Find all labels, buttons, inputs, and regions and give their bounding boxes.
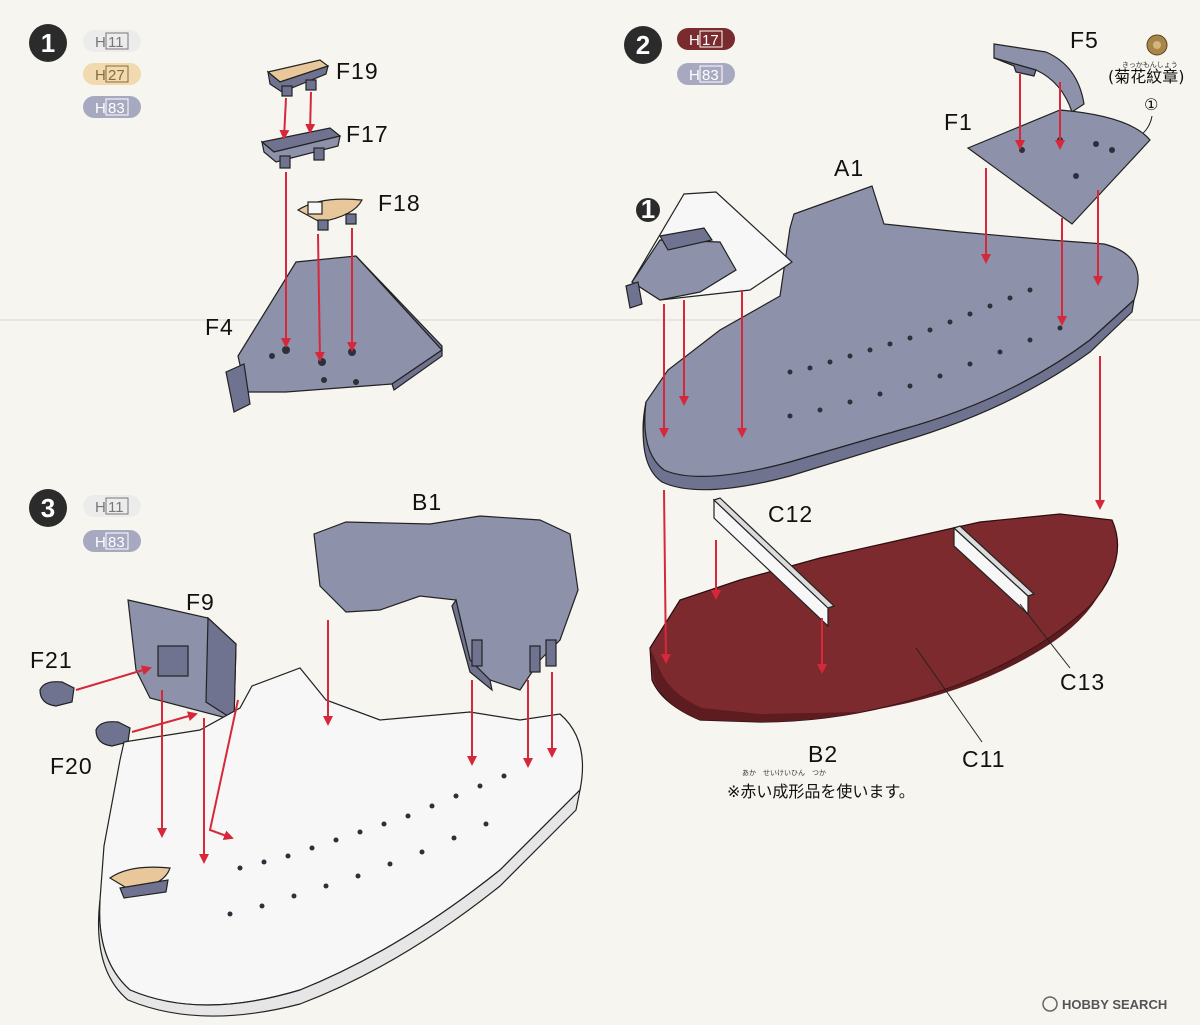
paint-chip-h83: H 83 bbox=[83, 530, 141, 552]
paint-chip-h11: H 11 bbox=[83, 495, 141, 517]
part-f9-panel bbox=[127, 599, 237, 722]
label-f9: F9 bbox=[186, 589, 215, 615]
hobby-search-watermark: HOBBY SEARCH bbox=[1042, 996, 1167, 1012]
part-f4-deck bbox=[225, 255, 443, 413]
label-c12: C12 bbox=[768, 501, 813, 527]
part-f1-foredeck bbox=[966, 109, 1151, 225]
step-2: 2 H 17 H 83 きっかもんしょう (菊花紋章) ① F5 bbox=[624, 26, 1185, 801]
svg-text:H: H bbox=[95, 100, 106, 117]
part-a1-upper-hull bbox=[642, 185, 1139, 491]
paint-chip-h11: H 11 bbox=[83, 30, 141, 52]
step-2-note: ※赤い成形品を使います。 bbox=[727, 782, 915, 801]
svg-text:H: H bbox=[95, 534, 106, 551]
svg-text:27: 27 bbox=[108, 67, 125, 84]
label-b1: B1 bbox=[412, 489, 442, 515]
arrow-f20-to-f9 bbox=[131, 711, 198, 733]
paint-chip-h27: H 27 bbox=[83, 63, 141, 85]
label-f20: F20 bbox=[50, 753, 93, 779]
svg-text:HOBBY SEARCH: HOBBY SEARCH bbox=[1062, 997, 1167, 1012]
svg-text:H: H bbox=[95, 67, 106, 84]
label-f19: F19 bbox=[336, 58, 379, 84]
svg-text:17: 17 bbox=[702, 32, 719, 49]
label-f5: F5 bbox=[1070, 27, 1099, 53]
arrow-f18-to-f4-a bbox=[314, 233, 325, 362]
svg-text:H: H bbox=[95, 499, 106, 516]
part-f18-boat bbox=[296, 198, 363, 231]
svg-text:83: 83 bbox=[108, 534, 125, 551]
step-2-badge: 2 bbox=[624, 26, 662, 64]
svg-text:H: H bbox=[689, 67, 700, 84]
paint-chip-h83: H 83 bbox=[677, 63, 735, 85]
step-1-badge: 1 bbox=[29, 24, 67, 62]
svg-text:2: 2 bbox=[636, 30, 650, 60]
subassembly-1-deck bbox=[625, 191, 793, 309]
paint-chip-h17: H 17 bbox=[677, 28, 735, 50]
svg-text:1: 1 bbox=[641, 194, 655, 224]
step-3: 3 H 11 H 83 B1 F9 bbox=[29, 489, 584, 1017]
svg-text:11: 11 bbox=[108, 34, 124, 51]
part-f17-cradle bbox=[260, 127, 342, 169]
label-f1: F1 bbox=[944, 109, 973, 135]
note-ruby: あか せいけいひん つか bbox=[742, 769, 826, 777]
label-f18: F18 bbox=[378, 190, 421, 216]
paint-chip-h83: H 83 bbox=[83, 96, 141, 118]
part-c12-bulkhead bbox=[712, 497, 836, 628]
decal-ruby: きっかもんしょう bbox=[1122, 61, 1178, 69]
part-f21 bbox=[39, 681, 75, 707]
decal-label: (菊花紋章) bbox=[1108, 67, 1185, 86]
arrow-f21-to-f9 bbox=[75, 665, 152, 691]
svg-text:11: 11 bbox=[108, 499, 124, 516]
part-f19-boat bbox=[266, 59, 330, 97]
part-f5-bow-plate bbox=[993, 43, 1085, 113]
arrow-f19-to-f17-b bbox=[305, 91, 316, 134]
label-f21: F21 bbox=[30, 647, 73, 673]
step-1: 1 H 11 H 27 H 83 F19 bbox=[29, 24, 443, 413]
arrow-a1-to-b2-a bbox=[660, 489, 671, 664]
svg-text:H: H bbox=[689, 32, 700, 49]
assembled-ship-hull bbox=[97, 667, 584, 1017]
svg-text:3: 3 bbox=[41, 493, 55, 523]
svg-text:83: 83 bbox=[108, 100, 125, 117]
label-c11: C11 bbox=[962, 746, 1006, 772]
step-3-badge: 3 bbox=[29, 489, 67, 527]
arrow-f9-to-hull-c bbox=[208, 699, 239, 840]
svg-text:H: H bbox=[95, 34, 106, 51]
chrysanthemum-crest-icon bbox=[1146, 34, 1168, 56]
label-f17: F17 bbox=[346, 121, 389, 147]
svg-text:1: 1 bbox=[41, 28, 55, 58]
part-f20 bbox=[95, 721, 131, 747]
subassembly-1-marker: 1 bbox=[636, 194, 660, 224]
svg-text:83: 83 bbox=[702, 67, 719, 84]
decal-callout: ① bbox=[1144, 95, 1158, 114]
part-b2-lower-hull bbox=[649, 513, 1119, 723]
label-c13: C13 bbox=[1060, 669, 1105, 695]
arrow-f19-to-f17-a bbox=[279, 97, 290, 140]
label-f4: F4 bbox=[205, 314, 234, 340]
part-b1-superstructure bbox=[313, 515, 579, 692]
label-b2: B2 bbox=[808, 741, 838, 767]
label-a1: A1 bbox=[834, 155, 864, 181]
